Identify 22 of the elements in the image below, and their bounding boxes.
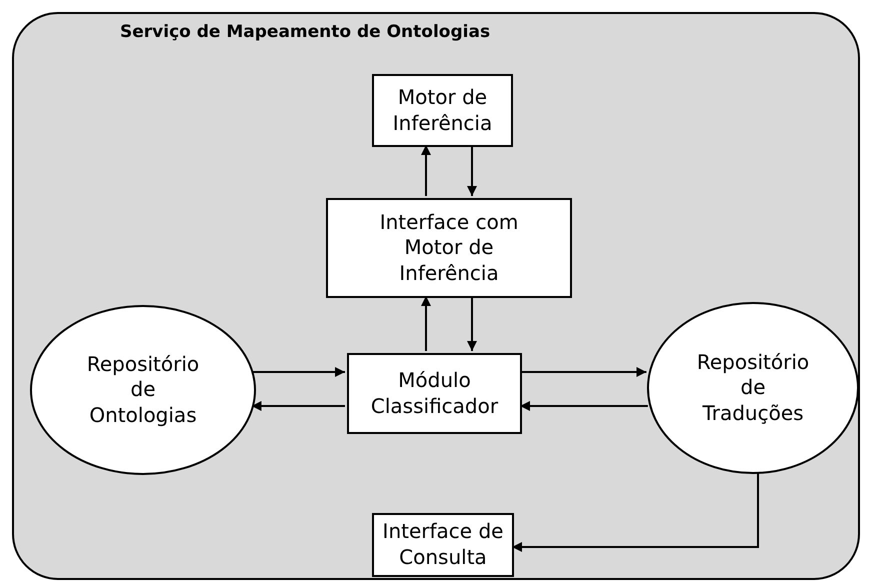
container-label: Serviço de Mapeamento de Ontologias	[120, 22, 490, 42]
process-box	[372, 513, 514, 577]
process-box	[347, 353, 522, 434]
arrow	[467, 296, 477, 351]
arrow	[421, 296, 431, 351]
node-label: Interface com Motor de Inferência	[378, 210, 520, 286]
arrow	[512, 472, 759, 552]
arrow	[421, 145, 431, 196]
repository-ellipse	[647, 302, 859, 474]
node-label: Motor de Inferência	[392, 84, 494, 136]
process-box	[372, 74, 513, 147]
node-label: Repositório de Traduções	[696, 350, 810, 426]
node-label: Repositório de Ontologias	[86, 352, 200, 428]
repository-ellipse	[30, 305, 256, 475]
arrow	[467, 145, 477, 196]
arrow	[520, 401, 648, 411]
arrow	[252, 367, 345, 377]
node-label: Módulo Classificador	[370, 368, 500, 420]
node-label: Interface de Consulta	[382, 519, 504, 571]
service-container	[12, 12, 860, 580]
process-box	[326, 198, 572, 298]
arrow	[520, 367, 646, 377]
